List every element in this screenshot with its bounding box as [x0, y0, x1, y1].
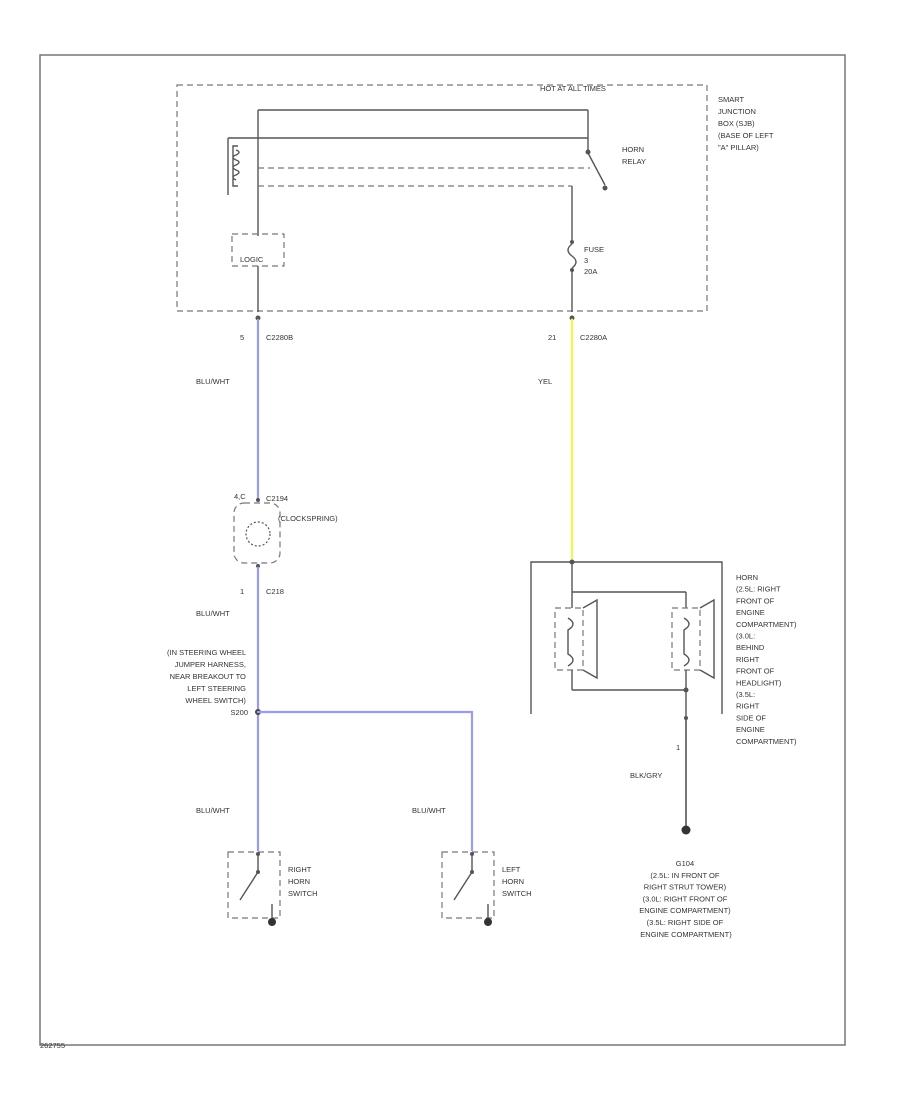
fuse-contact-top: [570, 240, 574, 244]
horn-assembly: HORN (2.5L: RIGHT FRONT OF ENGINE COMPAR…: [530, 559, 799, 746]
wire-color-horn-feed: YEL: [538, 377, 552, 386]
connector-c218-name: C218: [266, 587, 284, 596]
fuse-label: FUSE 3 20A: [584, 245, 606, 276]
ground-g104-label: G104 (2.5L: IN FRONT OF RIGHT STRUT TOWE…: [639, 859, 733, 939]
diagram-frame: [39, 54, 846, 1046]
diagram-code: 262755: [40, 1041, 65, 1050]
wire-color-left-main: BLU/WHT: [196, 377, 230, 386]
sjb-title: SMART JUNCTION BOX (SJB) (BASE OF LEFT "…: [718, 95, 775, 152]
clockspring: 4,C C2194 (CLOCKSPRING) 1 C218: [233, 492, 338, 596]
connector-c2194-name: C2194: [266, 494, 288, 503]
relay-contact-top: [585, 149, 591, 155]
connector-c2280a-name: C2280A: [580, 333, 607, 342]
right-horn-switch-icon: [239, 871, 259, 901]
smart-junction-box: HOT AT ALL TIMES SMART JUNCTION BOX (SJB…: [176, 84, 775, 312]
wire-color-left-lower: BLU/WHT: [196, 609, 230, 618]
relay-contact-bottom: [602, 185, 608, 191]
left-horn-switch-pivot: [470, 870, 474, 874]
horn-label: HORN (2.5L: RIGHT FRONT OF ENGINE COMPAR…: [736, 573, 799, 746]
wire-color-horn-ground: BLK/GRY: [630, 771, 662, 780]
right-horn-switch-ground-icon: [268, 918, 276, 926]
horn-return-node: [683, 687, 689, 693]
clockspring-terminal-top: [256, 498, 260, 502]
horn-right-body: [671, 607, 701, 671]
sjb-hot-label: HOT AT ALL TIMES: [540, 84, 606, 93]
relay-coil-icon: [232, 145, 240, 187]
connector-c2194-pin: 4,C: [234, 492, 246, 501]
clockspring-housing: [233, 502, 281, 564]
connector-c2280a-pin: 21: [548, 333, 556, 342]
left-horn-switch-label: LEFT HORN SWITCH: [502, 865, 532, 898]
ground-g104-icon: [681, 825, 691, 835]
right-horn-switch-terminal: [256, 852, 260, 856]
clockspring-label: (CLOCKSPRING): [278, 514, 338, 523]
connector-c2280b-pin: 5: [240, 333, 244, 342]
right-horn-switch-pivot: [256, 870, 260, 874]
right-horn-switch-housing: [227, 851, 281, 919]
wire-color-right-horn-switch: BLU/WHT: [196, 806, 230, 815]
horn-left-body: [554, 607, 584, 671]
horn-left-icon: [567, 598, 598, 680]
horn-ground-terminal: [684, 716, 688, 720]
right-horn-switch-label: RIGHT HORN SWITCH: [288, 865, 318, 898]
connector-c2280b-name: C2280B: [266, 333, 293, 342]
connector-c218-pin: 1: [240, 587, 244, 596]
sjb-boundary: [176, 84, 708, 312]
clockspring-icon: [245, 521, 271, 547]
horn-ground-pin: 1: [676, 743, 680, 752]
connector-c2280a-terminal: [569, 315, 575, 321]
wire-blu-wht-branch: [256, 710, 474, 852]
left-horn-switch-terminal: [470, 852, 474, 856]
connector-c2280b-terminal: [255, 315, 261, 321]
horn-right-icon: [683, 598, 715, 680]
left-horn-switch: LEFT HORN SWITCH: [441, 851, 532, 926]
relay-label: HORN RELAY: [622, 145, 646, 166]
fuse-icon: [567, 243, 577, 269]
logic-module-label: LOGIC: [240, 255, 264, 264]
left-horn-switch-icon: [453, 871, 473, 901]
horn-housing-bracket: [530, 561, 723, 714]
splice-s200-label: (IN STEERING WHEEL JUMPER HARNESS, NEAR …: [167, 648, 248, 717]
wire-color-left-horn-switch: BLU/WHT: [412, 806, 446, 815]
left-horn-switch-housing: [441, 851, 495, 919]
left-horn-switch-ground-icon: [484, 918, 492, 926]
relay-switch-icon: [587, 152, 606, 186]
right-horn-switch: RIGHT HORN SWITCH: [227, 851, 318, 926]
